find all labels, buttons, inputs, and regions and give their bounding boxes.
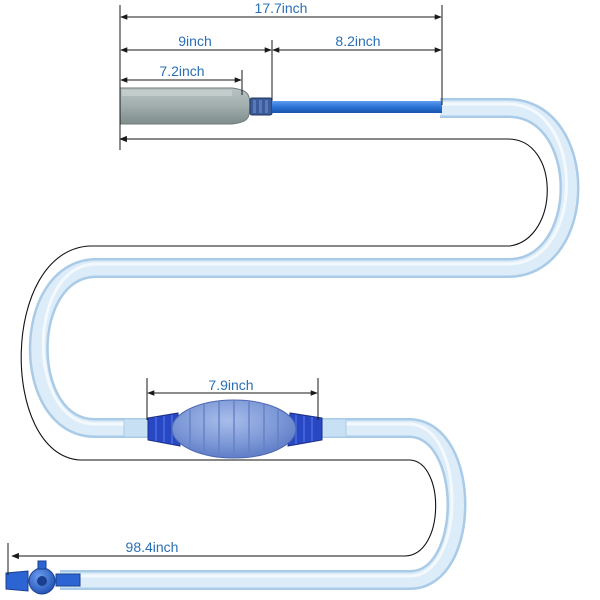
tube-connector [249,97,273,116]
dim-label-bulb: 7.9inch [208,377,253,393]
dimension-extension-lines [7,5,443,575]
flow-valve [5,560,81,595]
gravel-tube [119,87,251,125]
dim-label-gravel-tube-and-connector: 9inch [178,33,211,49]
dim-label-gravel-tube: 7.2inch [159,63,204,79]
rigid-tube [272,101,442,113]
dim-label-total-top: 17.7inch [255,0,308,16]
dim-label-rigid-tube: 8.2inch [335,33,380,49]
hand-pump-bulb [123,399,347,459]
dim-label-hose-length: 98.4inch [126,539,179,555]
flexible-hose [28,98,580,590]
hose-guide-line [11,135,548,560]
